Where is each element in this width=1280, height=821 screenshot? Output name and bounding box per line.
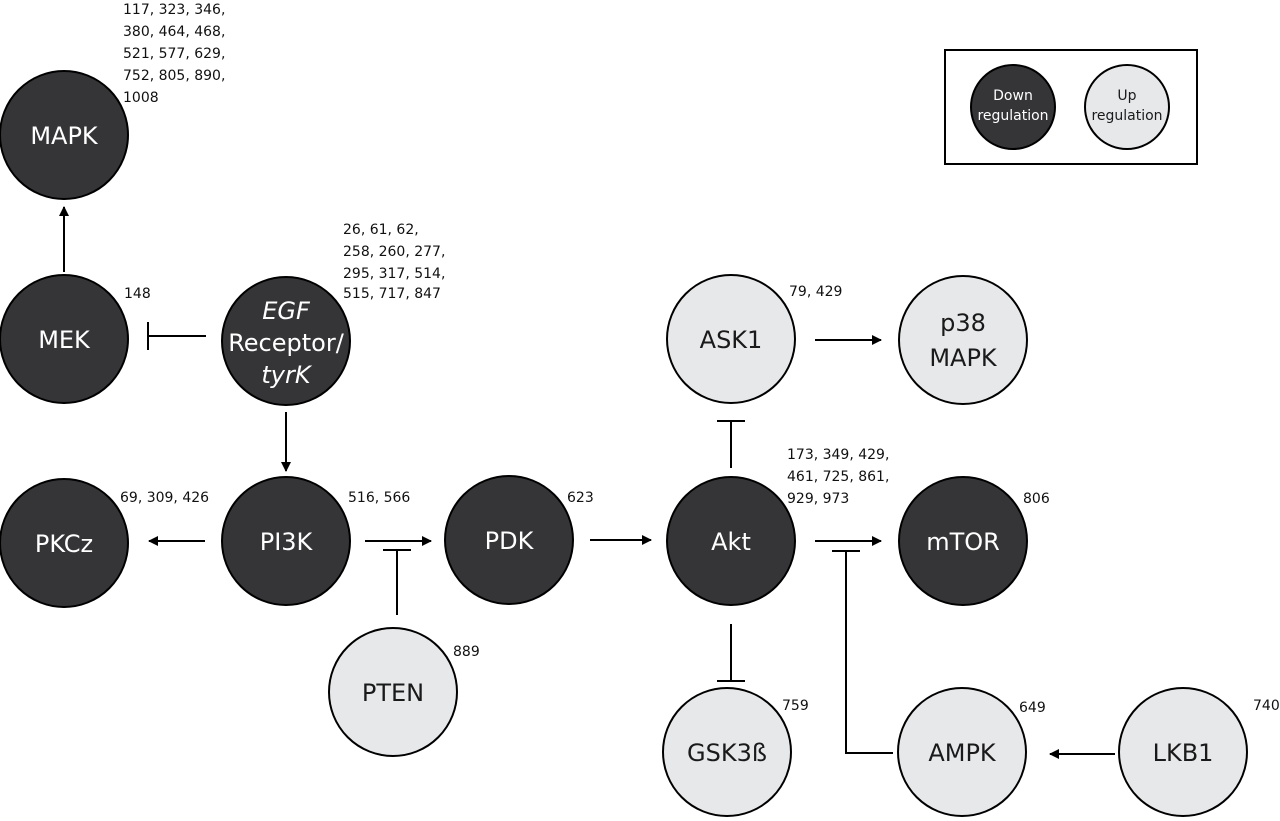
- node-ask1-label: ASK1: [700, 326, 763, 354]
- node-egf-label-3: tyrK: [261, 361, 312, 389]
- node-egf-receptor: [221, 276, 351, 406]
- refs-pdk: 623: [567, 490, 594, 506]
- refs-mtor: 806: [1023, 491, 1050, 507]
- node-pten-label: PTEN: [362, 679, 424, 707]
- node-pkcz: [0, 478, 129, 608]
- node-ask1: [666, 274, 796, 404]
- node-akt: [666, 476, 796, 606]
- legend-up-label-2: regulation: [1091, 108, 1162, 124]
- node-gsk3b-label: GSK3ß: [687, 739, 767, 767]
- node-mek-label: MEK: [38, 326, 91, 354]
- refs-ampk: 649: [1019, 700, 1046, 716]
- node-egf-label-1: EGF: [262, 297, 311, 325]
- node-akt-label: Akt: [711, 528, 751, 556]
- legend: Down regulation Up regulation: [944, 49, 1198, 165]
- nodes: MAPK MEK EGF Receptor/ tyrK PKCz PI3K PD…: [0, 70, 1248, 817]
- node-mek: [0, 274, 129, 404]
- refs-gsk3b: 759: [782, 698, 809, 714]
- refs-pten: 889: [453, 644, 480, 660]
- legend-up-label: Up: [1117, 88, 1136, 104]
- node-pdk-label: PDK: [485, 527, 535, 555]
- refs-mapk: 117, 323, 346, 380, 464, 468, 521, 577, …: [123, 2, 230, 106]
- refs-pkcz: 69, 309, 426: [120, 490, 209, 506]
- refs-akt: 173, 349, 429, 461, 725, 861, 929, 973: [787, 447, 894, 507]
- edge-ampk-inhibit: [845, 551, 893, 754]
- edges: [59, 206, 1115, 759]
- refs-mek: 148: [124, 286, 151, 302]
- legend-up-swatch: [1084, 64, 1170, 150]
- node-lkb1-label: LKB1: [1153, 739, 1214, 767]
- node-mtor-label: mTOR: [926, 528, 1000, 556]
- node-mapk-label: MAPK: [30, 122, 99, 150]
- node-pkcz-label: PKCz: [35, 530, 93, 558]
- refs-egf: 26, 61, 62, 258, 260, 277, 295, 317, 514…: [343, 222, 450, 302]
- node-p38-label-1: p38: [940, 309, 986, 337]
- node-p38-mapk: [898, 275, 1028, 405]
- node-gsk3b: [662, 687, 792, 817]
- legend-down-swatch: [970, 64, 1056, 150]
- refs-lkb1: 740: [1253, 698, 1280, 714]
- legend-down-label-2: regulation: [977, 108, 1048, 124]
- node-pi3k: [221, 476, 351, 606]
- node-lkb1: [1118, 687, 1248, 817]
- node-mapk: [0, 70, 129, 200]
- node-mtor: [898, 476, 1028, 606]
- legend-down-label: Down: [993, 88, 1033, 104]
- node-ampk: [897, 687, 1027, 817]
- reference-labels: 117, 323, 346, 380, 464, 468, 521, 577, …: [120, 2, 1280, 716]
- node-egf-label-2: Receptor/: [228, 329, 345, 357]
- node-p38-label-2: MAPK: [929, 344, 998, 372]
- node-pten: [328, 627, 458, 757]
- refs-ask1: 79, 429: [789, 284, 842, 300]
- node-ampk-label: AMPK: [928, 739, 997, 767]
- node-pdk: [444, 475, 574, 605]
- node-pi3k-label: PI3K: [260, 528, 314, 556]
- refs-pi3k: 516, 566: [348, 490, 410, 506]
